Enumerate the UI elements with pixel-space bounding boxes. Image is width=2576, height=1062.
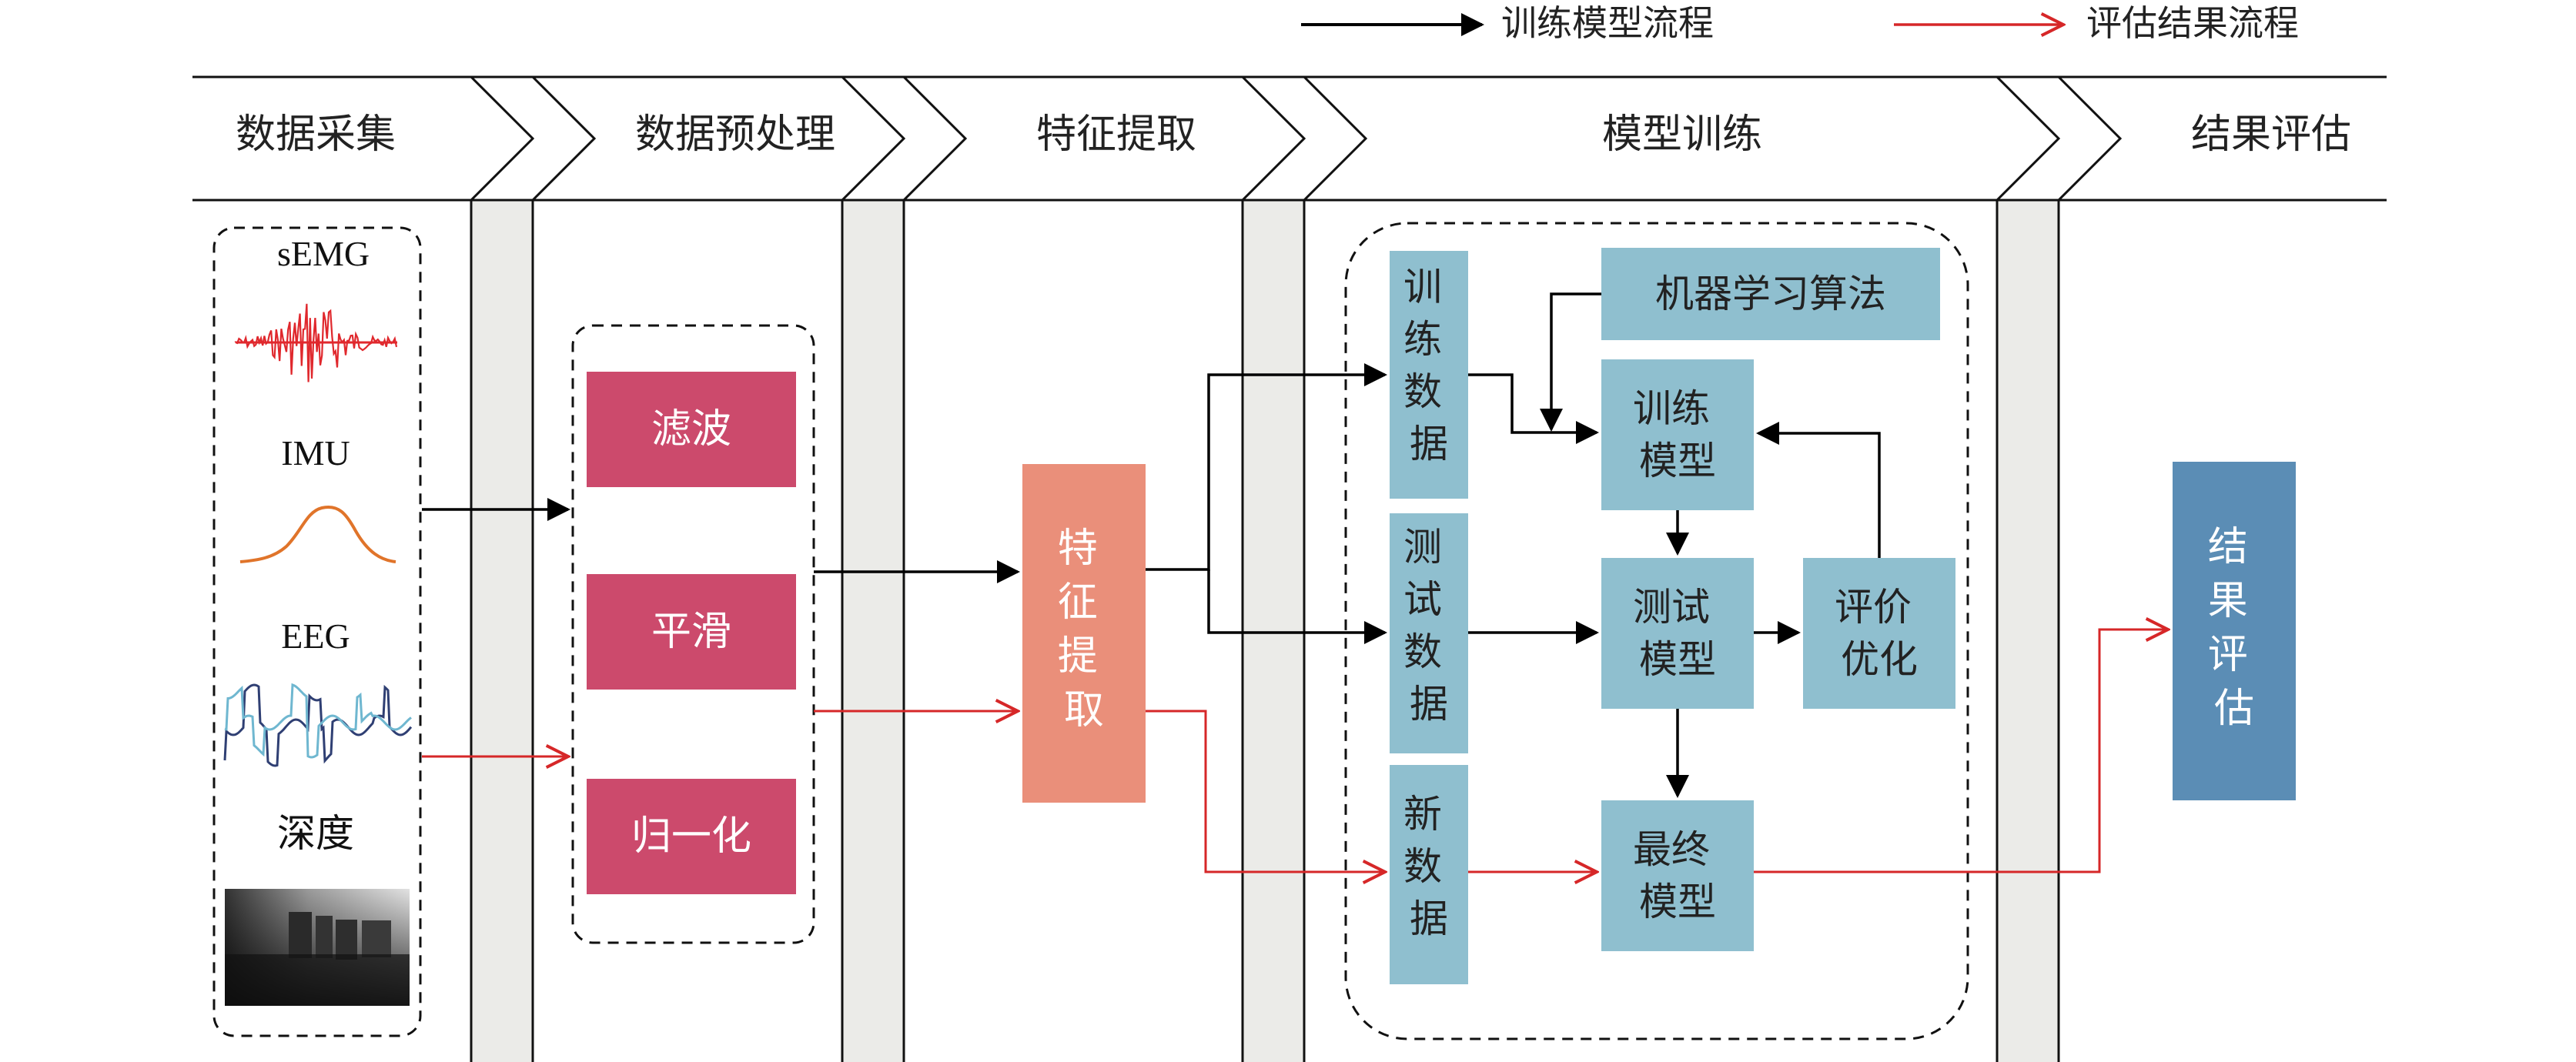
signal-label-imu: IMU: [281, 433, 350, 473]
normalize-box: [587, 779, 796, 894]
training-group: 训 练 数 据 测 试 数 据 新 数 据 机器学习算法 训练 模型 测试 模型: [1344, 222, 1969, 1040]
feature-box: [1022, 464, 1146, 803]
result-box: [2173, 462, 2296, 800]
filter-box: [587, 372, 796, 487]
result-group: 结 果 评 估: [2173, 462, 2296, 800]
acquisition-group: sEMG IMU EEG 深度: [212, 226, 422, 1037]
feature-group: 特 征 提 取: [1022, 464, 1146, 803]
stage-label-2: 数据预处理: [635, 112, 835, 158]
stage-label-1: 数据采集: [236, 112, 396, 158]
eval-optimize-box: [1803, 558, 1955, 709]
feature-char-2: 征: [1058, 579, 1098, 626]
feature-char-3: 提: [1058, 633, 1098, 680]
ml-algorithm-box: [1601, 248, 1940, 340]
feature-char-1: 特: [1058, 526, 1098, 572]
final-model-box: [1601, 800, 1754, 951]
signal-label-depth: 深度: [277, 811, 354, 856]
training-dashed-box: [1344, 222, 1969, 1040]
stage-label-4: 模型训练: [1602, 112, 1762, 158]
arrow-ml-to-trainmodel: [1540, 292, 1601, 432]
test-model-label: 测试 模型: [1633, 585, 1722, 682]
stage-label-5: 结果评估: [2191, 112, 2351, 158]
eval-optimize-label: 评价 优化: [1835, 585, 1924, 682]
feature-label: 特 征 提 取: [1058, 526, 1111, 733]
arrow-feature-split: [1146, 363, 1387, 571]
divider-band-4: [1996, 199, 2060, 1062]
train-model-box: [1601, 359, 1754, 510]
divider-band-1: [470, 199, 534, 1062]
ml-algorithm-label: 机器学习算法: [1655, 272, 1886, 316]
new-data-label: 新 数 据: [1403, 792, 1454, 941]
red-arrow-feature-to-newdata: [1146, 710, 1385, 872]
train-flow-arrows: [422, 292, 1881, 798]
red-arrow-final-to-result: [1754, 630, 2168, 873]
signal-label-semg: sEMG: [277, 234, 370, 273]
legend-train-label: 训练模型流程: [1501, 2, 1714, 44]
test-data-label: 测 试 数 据: [1403, 525, 1454, 726]
train-model-label: 训练 模型: [1633, 386, 1722, 483]
preprocess-dashed-box: [571, 324, 815, 944]
depth-image-icon: [225, 889, 410, 1006]
result-label: 结 果 评 估: [2208, 524, 2261, 732]
legend: 训练模型流程 评估结果流程: [1301, 2, 2299, 44]
normalize-label: 归一化: [631, 813, 751, 860]
arrow-traindata-to-trainmodel: [1468, 373, 1599, 444]
acquisition-dashed-box: [212, 226, 422, 1037]
arrow-feature-to-test: [1207, 569, 1387, 644]
eeg-waveform-icon: [223, 683, 413, 767]
preprocess-group: 滤波 平滑 归一化: [571, 324, 815, 944]
final-model-label: 最终 模型: [1633, 827, 1722, 924]
divider-band-3: [1241, 199, 1306, 1062]
test-data-box: [1390, 513, 1468, 753]
train-data-label: 训 练 数 据: [1403, 265, 1454, 466]
stage-label-3: 特征提取: [1036, 112, 1196, 158]
new-data-box: [1390, 765, 1468, 984]
smooth-label: 平滑: [651, 609, 731, 655]
signal-label-eeg: EEG: [281, 616, 350, 656]
smooth-box: [587, 574, 796, 690]
train-data-box: [1390, 251, 1468, 499]
feature-char-4: 取: [1064, 687, 1104, 733]
arrow-eval-to-trainmodel: [1756, 422, 1881, 558]
filter-label: 滤波: [651, 406, 731, 453]
divider-band-2: [841, 199, 905, 1062]
eval-flow-arrows: [422, 630, 2168, 872]
semg-waveform-icon: [234, 303, 398, 382]
test-model-box: [1601, 558, 1754, 709]
legend-eval-label: 评估结果流程: [2086, 2, 2299, 44]
stage-header: 数据采集 数据预处理 特征提取 模型训练 结果评估: [192, 75, 2387, 202]
imu-waveform-icon: [239, 505, 396, 563]
